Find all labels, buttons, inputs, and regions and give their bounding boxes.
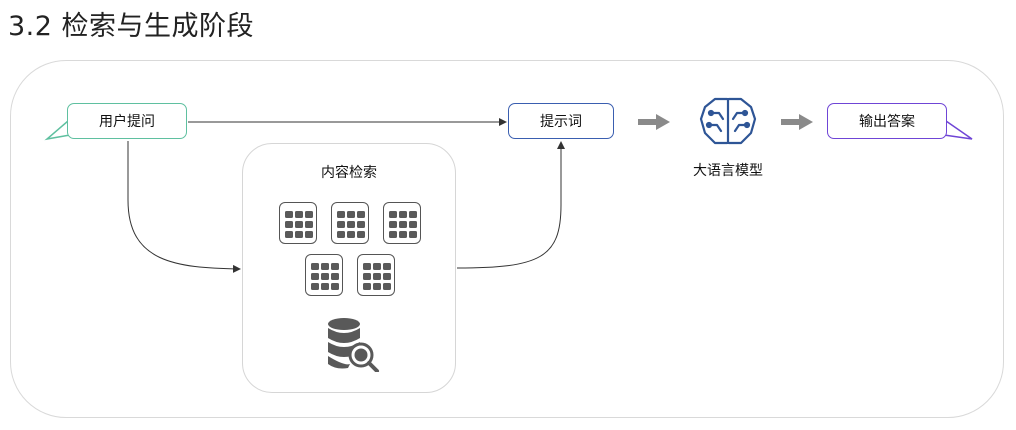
document-grid-cell bbox=[295, 231, 303, 238]
document-grid-cell bbox=[331, 273, 339, 280]
document-grid-icon bbox=[383, 202, 421, 244]
retrieval-to-prompt-arrow bbox=[456, 141, 565, 269]
document-grid-cell bbox=[321, 283, 329, 290]
document-grid-cell bbox=[383, 283, 391, 290]
document-grid-icon bbox=[331, 202, 369, 244]
prompt-label: 提示词 bbox=[540, 114, 582, 130]
diagram-frame bbox=[10, 60, 1004, 418]
document-grid-cell bbox=[363, 273, 371, 280]
document-grid-cell bbox=[337, 231, 345, 238]
document-grid-cell bbox=[305, 221, 313, 228]
document-grid-cells bbox=[337, 211, 365, 238]
document-grid-cell bbox=[311, 283, 319, 290]
user-question-label: 用户提问 bbox=[99, 114, 155, 130]
document-grid-cell bbox=[399, 231, 407, 238]
document-grid-icon bbox=[305, 254, 343, 296]
document-grid-cells bbox=[363, 263, 391, 290]
document-grid-cell bbox=[295, 221, 303, 228]
document-grid-cell bbox=[285, 211, 293, 218]
document-grid-cell bbox=[409, 211, 417, 218]
document-grid-icon bbox=[357, 254, 395, 296]
document-grid-cell bbox=[363, 263, 371, 270]
answer-bubble-tail bbox=[943, 120, 973, 140]
document-grid-cell bbox=[399, 211, 407, 218]
document-grid-cell bbox=[347, 231, 355, 238]
document-grid-cell bbox=[389, 221, 397, 228]
document-grid-cell bbox=[373, 263, 381, 270]
document-grid-cell bbox=[409, 231, 417, 238]
document-grid-icon bbox=[279, 202, 317, 244]
document-grid-cell bbox=[389, 231, 397, 238]
document-grid-cell bbox=[321, 273, 329, 280]
document-grid-cell bbox=[357, 231, 365, 238]
document-grid-cell bbox=[331, 263, 339, 270]
user-bubble-tail bbox=[44, 120, 71, 141]
document-grid-cell bbox=[383, 273, 391, 280]
document-grid-cell bbox=[331, 283, 339, 290]
document-grid-cell bbox=[347, 211, 355, 218]
retrieval-panel: 内容检索 bbox=[242, 143, 456, 393]
answer-node: 输出答案 bbox=[827, 103, 947, 139]
document-grid-cell bbox=[321, 263, 329, 270]
document-grid-cell bbox=[311, 263, 319, 270]
document-grid-cell bbox=[347, 221, 355, 228]
document-grid-cell bbox=[363, 283, 371, 290]
user-to-retrieval-arrow bbox=[127, 141, 241, 273]
document-grid-cell bbox=[383, 263, 391, 270]
document-grid-cell bbox=[389, 211, 397, 218]
document-grid-cell bbox=[285, 221, 293, 228]
document-grid-cell bbox=[337, 211, 345, 218]
document-grid-cell bbox=[373, 273, 381, 280]
document-grid-cells bbox=[311, 263, 339, 290]
prompt-to-llm-arrow bbox=[638, 114, 670, 130]
document-grid-cell bbox=[357, 211, 365, 218]
document-grid-cell bbox=[373, 283, 381, 290]
document-grid-cell bbox=[295, 211, 303, 218]
page-title: 3.2 检索与生成阶段 bbox=[8, 11, 255, 42]
document-grid-cell bbox=[409, 221, 417, 228]
prompt-node: 提示词 bbox=[508, 103, 614, 139]
document-grid-cells bbox=[285, 211, 313, 238]
document-grid-cell bbox=[311, 273, 319, 280]
document-grid-cells bbox=[389, 211, 417, 238]
document-grid-cell bbox=[285, 231, 293, 238]
document-grid-cell bbox=[399, 221, 407, 228]
retrieval-title: 内容检索 bbox=[321, 165, 377, 181]
document-grid-cell bbox=[337, 221, 345, 228]
llm-label: 大语言模型 bbox=[693, 163, 763, 179]
document-grid-cell bbox=[305, 211, 313, 218]
document-grid-cell bbox=[305, 231, 313, 238]
brain-circuit-icon bbox=[699, 97, 757, 145]
document-grid-cell bbox=[357, 221, 365, 228]
llm-to-answer-arrow bbox=[781, 114, 813, 130]
answer-label: 输出答案 bbox=[859, 114, 915, 130]
database-search-icon bbox=[328, 318, 379, 372]
user-question-node: 用户提问 bbox=[67, 103, 187, 139]
